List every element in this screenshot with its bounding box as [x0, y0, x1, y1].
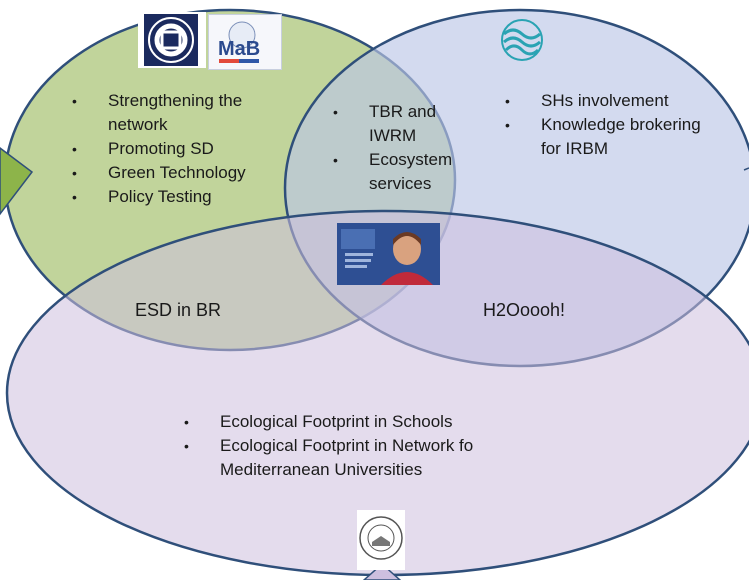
university-seal-logo [357, 510, 405, 570]
green-blue-overlap-text: TBR and IWRM Ecosystem services [329, 100, 489, 196]
green-set-list: Strengthening the network Promoting SD G… [68, 89, 298, 209]
bottom-arrow [362, 562, 402, 580]
list-item: Ecosystem services [329, 148, 457, 196]
list-item: Strengthening the network [68, 89, 298, 137]
purple-set-list: Ecological Footprint in Schools Ecologic… [180, 410, 600, 482]
purple-set-text: Ecological Footprint in Schools Ecologic… [180, 410, 600, 482]
list-item: Knowledge brokering for IRBM [501, 113, 701, 161]
green-set-text: Strengthening the network Promoting SD G… [68, 89, 298, 209]
list-item: Promoting SD [68, 137, 298, 161]
left-arrow [0, 147, 34, 216]
green-blue-list: TBR and IWRM Ecosystem services [329, 100, 489, 196]
list-item: SHs involvement [501, 89, 741, 113]
list-item: Policy Testing [68, 185, 298, 209]
blue-set-text: SHs involvement Knowledge brokering for … [501, 89, 741, 161]
unesco-director-photo [337, 223, 440, 285]
list-item: Ecological Footprint in Network fo Medit… [180, 434, 560, 482]
blue-purple-overlap-label: H2Ooooh! [483, 300, 566, 320]
water-waves-logo [498, 14, 546, 66]
list-item: Green Technology [68, 161, 298, 185]
blue-set-list: SHs involvement Knowledge brokering for … [501, 89, 741, 161]
list-item: Ecological Footprint in Schools [180, 410, 600, 434]
mab-logo: MaB [208, 14, 282, 70]
right-edge-mark [743, 167, 749, 171]
svg-text:MaB: MaB [218, 38, 260, 60]
green-purple-overlap-label: ESD in BR [135, 300, 222, 320]
unesco-world-heritage-emblem [138, 12, 206, 68]
list-item: TBR and IWRM [329, 100, 457, 148]
